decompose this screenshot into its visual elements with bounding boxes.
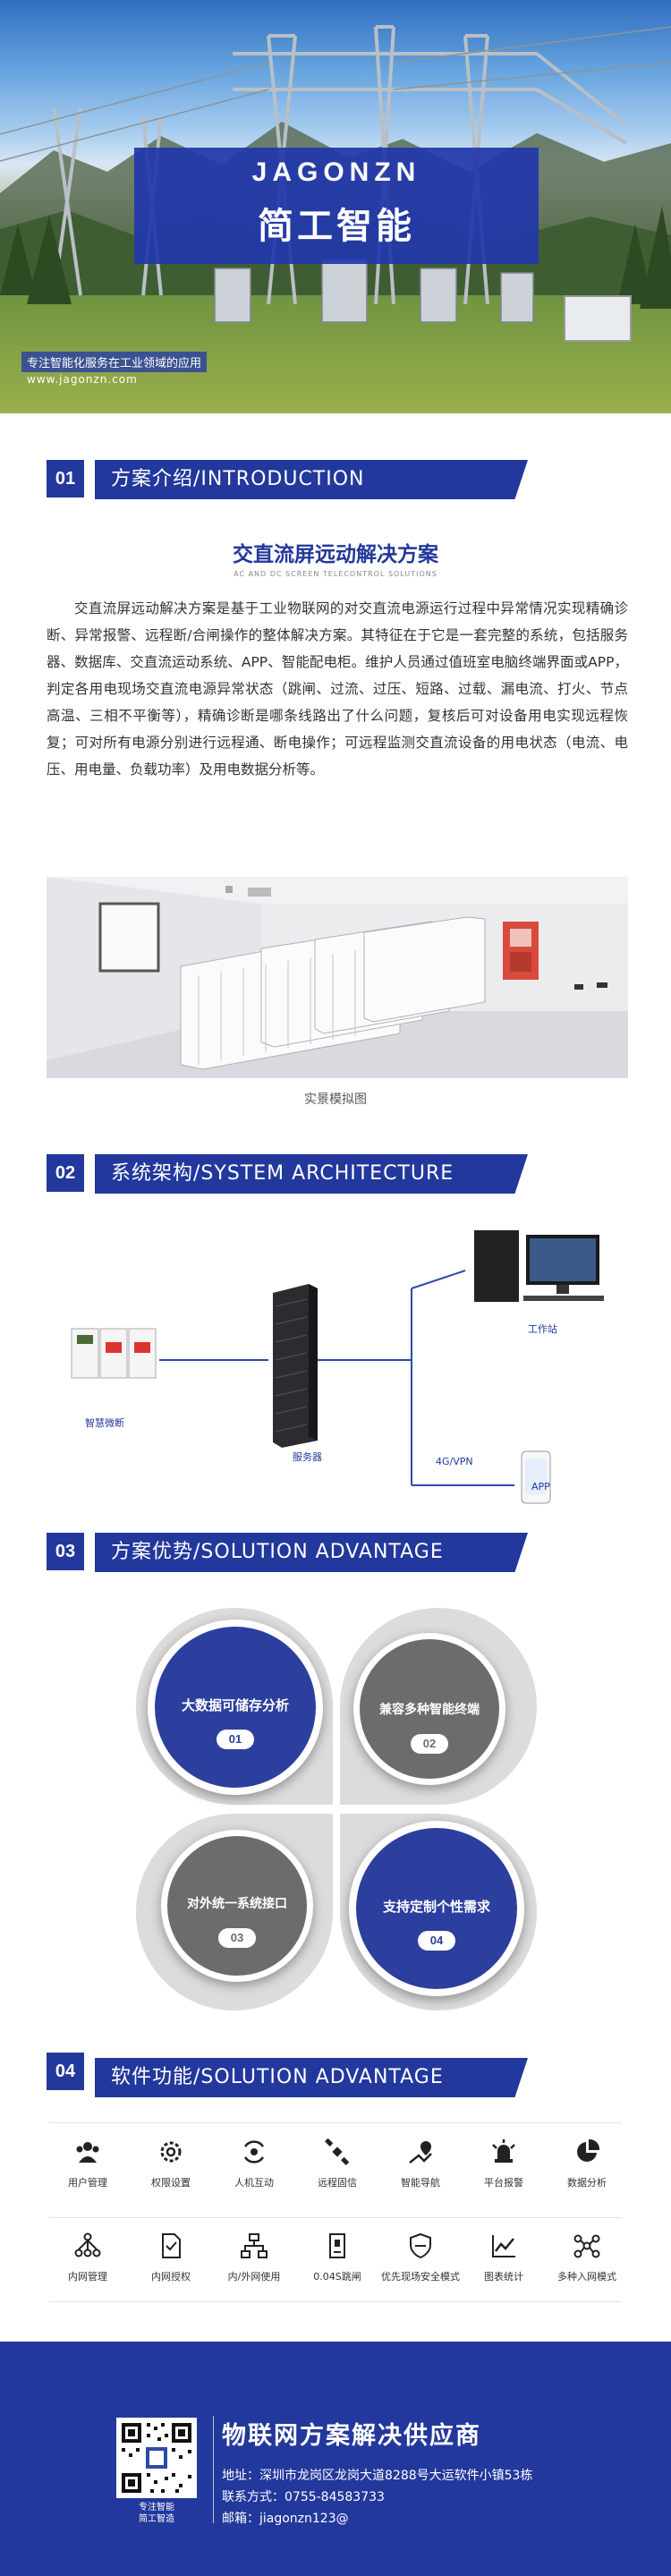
footer bbox=[0, 2342, 671, 2576]
document-icon bbox=[153, 2228, 189, 2264]
section-number: 02 bbox=[47, 1154, 84, 1192]
network-label: 4G/VPN bbox=[436, 1456, 473, 1467]
advantage-item bbox=[155, 1627, 316, 1788]
feature-intranet-management[interactable]: 内网管理 bbox=[43, 2228, 132, 2283]
brand-name-en: JAGONZN bbox=[251, 157, 421, 187]
workstation bbox=[474, 1230, 604, 1302]
feature-label: 优先现场安全模式 bbox=[381, 2271, 460, 2283]
workstation-label: 工作站 bbox=[528, 1323, 557, 1335]
feature-fast-trip[interactable]: 0.04S跳闸 bbox=[293, 2228, 382, 2283]
feature-alarm[interactable]: 平台报警 bbox=[459, 2134, 548, 2189]
footer-phone[interactable]: 联系方式：0755-84583733 bbox=[222, 2490, 385, 2504]
section-number: 01 bbox=[47, 460, 84, 497]
advantage-number: 01 bbox=[217, 1730, 254, 1749]
hero-tagline: 专注智能化服务在工业领域的应用 bbox=[21, 352, 208, 372]
advantage-label: 支持定制个性需求 bbox=[382, 1899, 490, 1915]
pie-chart-icon bbox=[569, 2134, 605, 2170]
qr-caption-line2: 简工智造 bbox=[139, 2514, 174, 2524]
navigation-icon bbox=[403, 2134, 438, 2170]
hero-website[interactable]: www.jagonzn.com bbox=[27, 373, 138, 386]
brand-name-cn: 简工智能 bbox=[258, 206, 415, 247]
feature-label: 用户管理 bbox=[68, 2177, 107, 2189]
satellite-icon bbox=[319, 2134, 355, 2170]
section-number: 03 bbox=[47, 1533, 84, 1570]
feature-label: 内网授权 bbox=[151, 2271, 191, 2283]
solution-description: 交直流屏远动解决方案是基于工业物联网的对交直流电源运行过程中异常情况实现精确诊断… bbox=[47, 600, 628, 778]
feature-label: 人机互动 bbox=[234, 2177, 274, 2189]
advantage-item bbox=[167, 1836, 307, 1976]
logo-panel bbox=[134, 148, 539, 264]
timer-icon bbox=[319, 2228, 355, 2264]
advantage-label: 对外统一系统接口 bbox=[187, 1897, 287, 1911]
advantage-clover: 大数据可储存分析 01 兼容多种智能终端 02 对外统一系统接口 03 支持定制… bbox=[125, 1606, 550, 2018]
line-chart-icon bbox=[486, 2228, 522, 2264]
lan-icon bbox=[236, 2228, 272, 2264]
breaker-label: 智慧微断 bbox=[85, 1417, 124, 1429]
shield-icon bbox=[403, 2228, 438, 2264]
feature-interaction[interactable]: 人机互动 bbox=[209, 2134, 299, 2189]
feature-label: 图表统计 bbox=[484, 2271, 523, 2283]
section-heading: 方案优势/SOLUTION ADVANTAGE bbox=[95, 1533, 528, 1572]
footer-title: 物联网方案解决供应商 bbox=[222, 2422, 481, 2450]
advantage-number: 03 bbox=[218, 1928, 256, 1948]
feature-network-usage[interactable]: 内/外网使用 bbox=[209, 2228, 299, 2283]
advantage-number: 02 bbox=[411, 1734, 448, 1754]
qr-caption: 专注智能 简工智造 bbox=[116, 2502, 197, 2525]
feature-label: 平台报警 bbox=[484, 2177, 523, 2189]
nodes-icon bbox=[569, 2228, 605, 2264]
users-icon bbox=[70, 2134, 106, 2170]
feature-label: 内/外网使用 bbox=[227, 2271, 281, 2283]
divider bbox=[49, 2301, 622, 2302]
solution-title: 交直流屏远动解决方案 bbox=[233, 543, 438, 566]
feature-intranet-auth[interactable]: 内网授权 bbox=[126, 2228, 216, 2283]
footer-divider bbox=[213, 2416, 214, 2523]
feature-label: 权限设置 bbox=[151, 2177, 191, 2189]
server-room-illustration bbox=[47, 877, 628, 1078]
section-heading: 系统架构/SYSTEM ARCHITECTURE bbox=[95, 1154, 528, 1194]
solution-subtitle: AC AND DC SCREEN TELECONTROL SOLUTIONS bbox=[234, 570, 437, 578]
image-caption: 实景模拟图 bbox=[304, 1092, 367, 1107]
feature-chart-stats[interactable]: 图表统计 bbox=[459, 2228, 548, 2283]
feature-label: 远程固信 bbox=[318, 2177, 357, 2189]
equipment-trailer bbox=[564, 295, 632, 342]
advantage-number: 04 bbox=[418, 1931, 455, 1951]
feature-label: 多种入网模式 bbox=[557, 2271, 616, 2283]
feature-user-management[interactable]: 用户管理 bbox=[43, 2134, 132, 2189]
server-label: 服务器 bbox=[293, 1451, 322, 1463]
feature-navigation[interactable]: 智能导航 bbox=[376, 2134, 465, 2189]
feature-label: 智能导航 bbox=[401, 2177, 440, 2189]
advantage-label: 兼容多种智能终端 bbox=[379, 1703, 480, 1717]
server-rack bbox=[273, 1284, 318, 1448]
section-number: 04 bbox=[47, 2053, 84, 2090]
interaction-icon bbox=[236, 2134, 272, 2170]
advantage-item bbox=[360, 1639, 499, 1779]
section-heading: 软件功能/SOLUTION ADVANTAGE bbox=[95, 2058, 528, 2097]
footer-email[interactable]: 邮箱：jiagonzn123@ bbox=[222, 2512, 349, 2526]
gear-icon bbox=[153, 2134, 189, 2170]
app-label: APP bbox=[531, 1481, 550, 1492]
advantage-item bbox=[356, 1828, 517, 1989]
alarm-icon bbox=[486, 2134, 522, 2170]
feature-network-modes[interactable]: 多种入网模式 bbox=[542, 2228, 632, 2283]
section-heading: 方案介绍/INTRODUCTION bbox=[95, 460, 528, 499]
footer-address: 地址：深圳市龙岗区龙岗大道8288号大运软件小镇53栋 bbox=[222, 2469, 533, 2483]
feature-permissions[interactable]: 权限设置 bbox=[126, 2134, 216, 2189]
qr-caption-line1: 专注智能 bbox=[139, 2503, 174, 2512]
divider bbox=[49, 2122, 622, 2123]
feature-remote[interactable]: 远程固信 bbox=[293, 2134, 382, 2189]
feature-label: 0.04S跳闸 bbox=[313, 2271, 361, 2283]
feature-label: 数据分析 bbox=[567, 2177, 607, 2189]
divider bbox=[49, 2217, 622, 2218]
app-phone bbox=[521, 1450, 551, 1504]
network-icon bbox=[70, 2228, 106, 2264]
feature-safety-mode[interactable]: 优先现场安全模式 bbox=[376, 2228, 465, 2283]
feature-data-analysis[interactable]: 数据分析 bbox=[542, 2134, 632, 2189]
qr-code[interactable] bbox=[116, 2418, 197, 2498]
breaker-device bbox=[71, 1328, 157, 1379]
advantage-label: 大数据可储存分析 bbox=[181, 1697, 289, 1713]
feature-label: 内网管理 bbox=[68, 2271, 107, 2283]
architecture-diagram bbox=[71, 1230, 604, 1504]
